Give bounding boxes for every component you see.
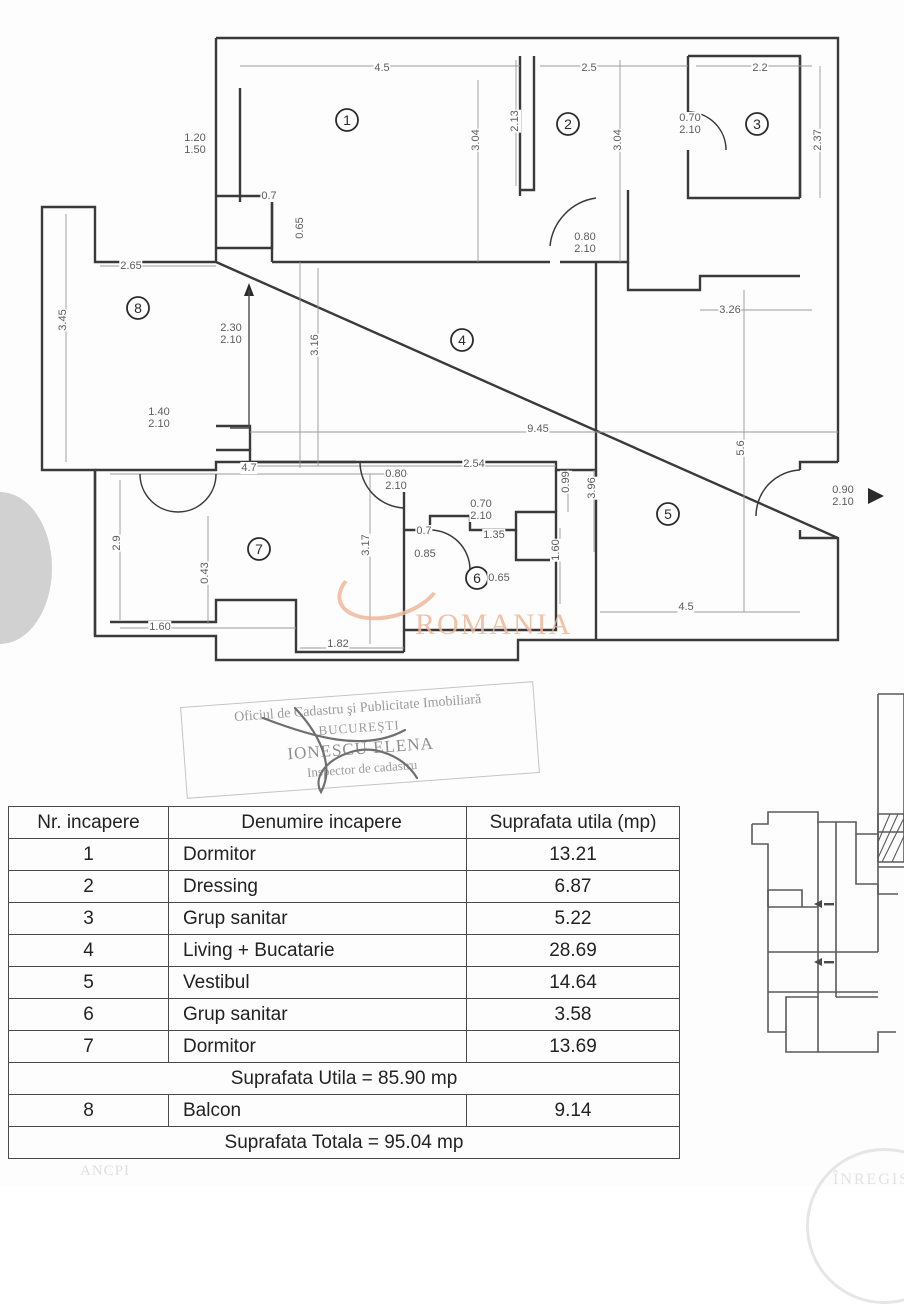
header-nr: Nr. incapere — [8, 806, 169, 839]
cell-area: 28.69 — [466, 934, 680, 967]
dimension-label: 3.45 — [57, 308, 69, 332]
dimension-label: 2.30 — [219, 322, 243, 334]
dimension-label: 9.45 — [526, 423, 550, 435]
cell-nr: 4 — [8, 934, 169, 967]
dimension-label: 3.04 — [470, 128, 482, 152]
dimension-label: 1.40 — [147, 406, 171, 418]
dimension-label: 4.7 — [240, 462, 258, 474]
bottom-faint-watermark: ANCPI — [80, 1163, 131, 1179]
dimension-label: 0.70 — [678, 112, 702, 124]
dimension-label: 2.54 — [462, 458, 486, 470]
dimension-label: 0.65 — [294, 216, 306, 240]
cell-nr: 6 — [8, 998, 169, 1031]
cell-area: 13.21 — [466, 838, 680, 871]
dimension-label: 2.10 — [831, 496, 855, 508]
header-area: Suprafata utila (mp) — [466, 806, 680, 839]
cell-nr: 5 — [8, 966, 169, 999]
subtotal-label: Suprafata Utila = 85.90 mp — [8, 1062, 680, 1095]
cell-nr: 1 — [8, 838, 169, 871]
dimension-label: 2.5 — [580, 62, 598, 74]
building-key-plan — [751, 693, 904, 1053]
cell-area: 13.69 — [466, 1030, 680, 1063]
dimension-label: 5.6 — [735, 439, 747, 457]
dimension-label: 4.5 — [373, 62, 391, 74]
dimension-label: 4.5 — [677, 601, 695, 613]
cell-area: 5.22 — [466, 902, 680, 935]
dimension-label: 1.20 — [183, 132, 207, 144]
dimension-label: 0.99 — [560, 470, 572, 494]
total-label: Suprafata Totala = 95.04 mp — [8, 1126, 680, 1159]
dimension-label: 2.10 — [384, 480, 408, 492]
dimension-label: 2.13 — [509, 109, 521, 133]
cell-area: 3.58 — [466, 998, 680, 1031]
dimension-label: 2.10 — [469, 510, 493, 522]
cell-nr: 7 — [8, 1030, 169, 1063]
dimension-label: 3.17 — [360, 533, 372, 557]
table-header-row: Nr. incapere Denumire incapere Suprafata… — [8, 806, 680, 839]
floor-plan-drawing — [40, 36, 884, 662]
dimension-label: 2.37 — [812, 128, 824, 152]
dimension-label: 0.43 — [199, 561, 211, 585]
dimension-label: 1.60 — [550, 538, 562, 562]
cell-name: Dormitor — [168, 838, 467, 871]
dimension-label: 0.85 — [413, 548, 437, 560]
cell-nr: 3 — [8, 902, 169, 935]
cell-area: 14.64 — [466, 966, 680, 999]
total-row: Suprafata Totala = 95.04 mp — [8, 1126, 680, 1159]
cell-name: Vestibul — [168, 966, 467, 999]
cell-area: 6.87 — [466, 870, 680, 903]
cell-nr: 2 — [8, 870, 169, 903]
subtotal-row: Suprafata Utila = 85.90 mp — [8, 1062, 680, 1095]
cell-name: Grup sanitar — [168, 998, 467, 1031]
header-name: Denumire incapere — [168, 806, 467, 839]
dimension-label: 1.60 — [148, 621, 172, 633]
dimension-label: 0.80 — [384, 468, 408, 480]
cell-nr: 8 — [8, 1094, 169, 1127]
cell-name: Balcon — [168, 1094, 467, 1127]
cell-name: Dressing — [168, 870, 467, 903]
bottom-round-stamp-text: ÎNREGISTRAT — [833, 1171, 904, 1188]
bottom-round-stamp: ÎNREGISTRAT — [806, 1148, 904, 1304]
dimension-label: 2.65 — [119, 260, 143, 272]
dimension-label: 2.9 — [111, 534, 123, 552]
room-schedule-table: Nr. incapere Denumire incapere Suprafata… — [8, 806, 680, 1159]
dimension-label: 0.7 — [415, 525, 433, 537]
cell-area: 9.14 — [466, 1094, 680, 1127]
dimension-label: 0.80 — [573, 231, 597, 243]
dimension-label: 3.26 — [718, 304, 742, 316]
dimension-label: 2.10 — [219, 334, 243, 346]
dimension-label: 2.10 — [147, 418, 171, 430]
dimension-label: 3.96 — [586, 476, 598, 500]
cell-name: Living + Bucatarie — [168, 934, 467, 967]
dimension-label: 1.82 — [326, 638, 350, 650]
dimension-label: 0.65 — [487, 572, 511, 584]
dimension-label: 0.7 — [260, 190, 278, 202]
dimension-label: 1.50 — [183, 144, 207, 156]
dimension-label: 2.10 — [678, 124, 702, 136]
dimension-label: 2.2 — [751, 62, 769, 74]
dimension-label: 1.35 — [482, 529, 506, 541]
dimension-label: 3.04 — [612, 128, 624, 152]
cell-name: Dormitor — [168, 1030, 467, 1063]
dimension-label: 0.90 — [831, 484, 855, 496]
dimension-label: 2.10 — [573, 243, 597, 255]
dimension-label: 3.16 — [309, 333, 321, 357]
dimension-label: 0.70 — [469, 498, 493, 510]
cell-name: Grup sanitar — [168, 902, 467, 935]
